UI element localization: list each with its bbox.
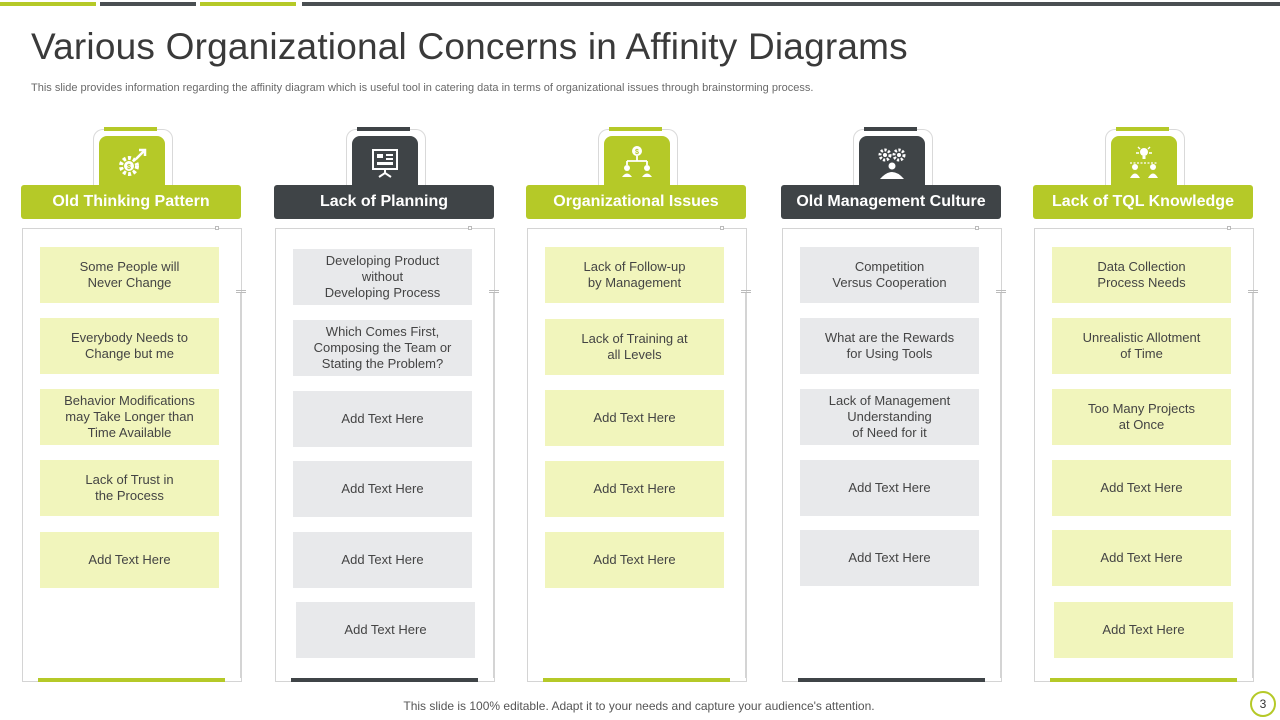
column-old-management-culture: Old Management Culture Competition Versu…	[781, 125, 1006, 685]
list-item: Lack of Trust in the Process	[40, 460, 219, 516]
list-item: Lack of Management Understanding of Need…	[800, 389, 979, 445]
list-item: Lack of Follow-up by Management	[545, 247, 724, 303]
column-footer-bar	[798, 678, 985, 682]
list-item: Data Collection Process Needs	[1052, 247, 1231, 303]
column-connector	[996, 290, 1006, 680]
column-connector	[236, 290, 246, 680]
top-accent-bar-4	[302, 2, 1280, 6]
list-item: Add Text Here	[800, 460, 979, 516]
icon-tab	[357, 127, 410, 131]
column-header: Old Thinking Pattern	[21, 185, 241, 219]
corner-handle	[975, 226, 979, 230]
list-item: Add Text Here	[545, 532, 724, 588]
footer-note: This slide is 100% editable. Adapt it to…	[403, 699, 875, 713]
list-item: Too Many Projects at Once	[1052, 389, 1231, 445]
column-lack-of-planning: Lack of Planning Developing Product with…	[274, 125, 499, 685]
column-footer-bar	[543, 678, 730, 682]
list-item: Add Text Here	[545, 390, 724, 446]
icon-tab	[104, 127, 157, 131]
column-connector	[489, 290, 499, 680]
page-number-badge: 3	[1250, 691, 1276, 717]
list-item: Add Text Here	[293, 532, 472, 588]
icon-tab	[864, 127, 917, 131]
list-item: Lack of Training at all Levels	[545, 319, 724, 375]
list-item: Add Text Here	[40, 532, 219, 588]
list-item: Developing Product without Developing Pr…	[293, 249, 472, 305]
top-accent-bar-3	[200, 2, 296, 6]
slide-title: Various Organizational Concerns in Affin…	[31, 26, 908, 67]
list-item: Some People will Never Change	[40, 247, 219, 303]
column-body	[527, 228, 747, 682]
top-accent-bar-1	[0, 2, 96, 6]
list-item: Add Text Here	[296, 602, 475, 658]
column-organizational-issues: $ Organizational Issues Lack of Follow-u…	[526, 125, 751, 685]
svg-text:$: $	[127, 164, 131, 171]
list-item: Add Text Here	[293, 391, 472, 447]
icon-tab	[1116, 127, 1169, 131]
list-item: Unrealistic Allotment of Time	[1052, 318, 1231, 374]
list-item: Add Text Here	[1052, 530, 1231, 586]
svg-text:$: $	[635, 149, 639, 156]
column-footer-bar	[38, 678, 225, 682]
list-item: Add Text Here	[800, 530, 979, 586]
list-item: Add Text Here	[1052, 460, 1231, 516]
column-footer-bar	[1050, 678, 1237, 682]
gear-growth-icon: $	[99, 136, 165, 190]
top-accent-bar-2	[100, 2, 196, 6]
org-chart-dollar-icon: $	[604, 136, 670, 190]
list-item: Add Text Here	[293, 461, 472, 517]
presentation-board-icon	[352, 136, 418, 190]
corner-handle	[215, 226, 219, 230]
column-header: Lack of TQL Knowledge	[1033, 185, 1253, 219]
list-item: Add Text Here	[545, 461, 724, 517]
column-connector	[1248, 290, 1258, 680]
corner-handle	[468, 226, 472, 230]
column-lack-of-tql-knowledge: Lack of TQL Knowledge Data Collection Pr…	[1033, 125, 1258, 685]
column-body	[782, 228, 1002, 682]
list-item: What are the Rewards for Using Tools	[800, 318, 979, 374]
corner-handle	[1227, 226, 1231, 230]
column-header: Lack of Planning	[274, 185, 494, 219]
list-item: Add Text Here	[1054, 602, 1233, 658]
corner-handle	[720, 226, 724, 230]
team-gears-icon	[859, 136, 925, 190]
list-item: Competition Versus Cooperation	[800, 247, 979, 303]
column-old-thinking-pattern: $ Old Thinking Pattern Some People will …	[21, 125, 246, 685]
column-footer-bar	[291, 678, 478, 682]
column-header: Old Management Culture	[781, 185, 1001, 219]
column-header: Organizational Issues	[526, 185, 746, 219]
idea-people-icon	[1111, 136, 1177, 190]
list-item: Which Comes First, Composing the Team or…	[293, 320, 472, 376]
column-body	[22, 228, 242, 682]
list-item: Everybody Needs to Change but me	[40, 318, 219, 374]
list-item: Behavior Modifications may Take Longer t…	[40, 389, 219, 445]
column-connector	[741, 290, 751, 680]
icon-tab	[609, 127, 662, 131]
slide-subtitle: This slide provides information regardin…	[31, 82, 814, 94]
